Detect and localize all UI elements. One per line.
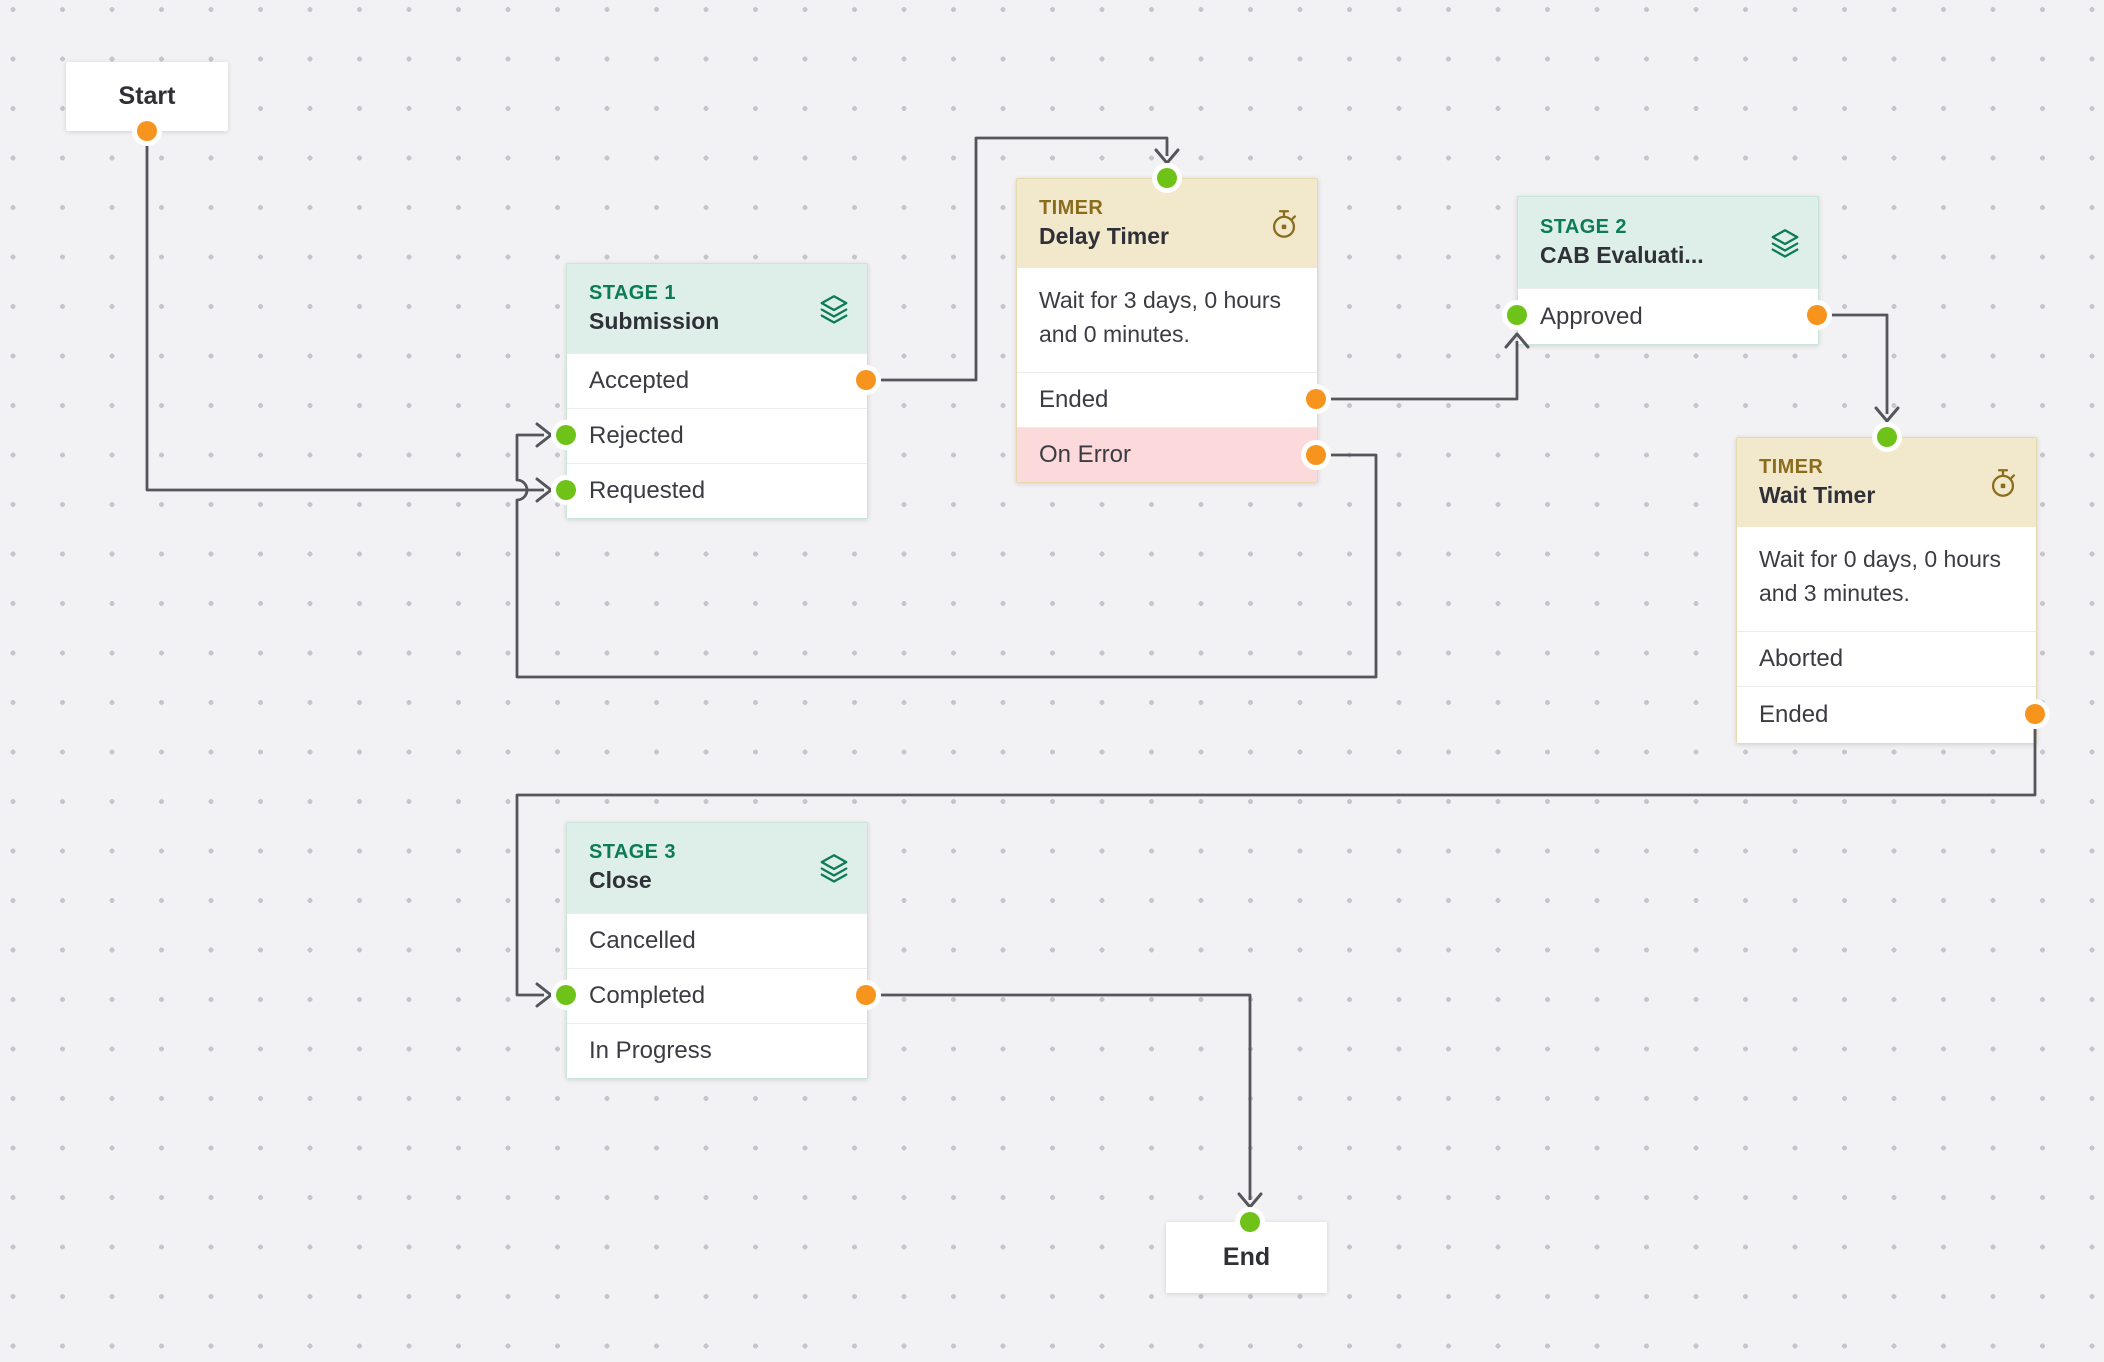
port-end-input[interactable] [1240, 1212, 1260, 1232]
connector-accepted-to-delay-timer[interactable] [866, 136, 1180, 382]
row-rejected[interactable]: Rejected [567, 408, 867, 463]
row-in-progress[interactable]: In Progress [567, 1023, 867, 1078]
row-label: Ended [1039, 386, 1109, 413]
node-stage-3[interactable]: STAGE 3 Close Cancelled Completed In Pro… [566, 822, 868, 1079]
node-header: TIMER Wait Timer [1737, 438, 2036, 527]
node-start[interactable]: Start [66, 62, 228, 131]
port-rejected-input[interactable] [556, 425, 576, 445]
port-delay-timer-input[interactable] [1157, 168, 1177, 188]
node-title: Delay Timer [1039, 223, 1169, 249]
port-accepted-output[interactable] [856, 370, 876, 390]
port-wait-timer-input[interactable] [1877, 427, 1897, 447]
port-approved-input[interactable] [1507, 305, 1527, 325]
node-delay-timer[interactable]: TIMER Delay Timer Wait for 3 days, 0 hou… [1016, 178, 1318, 483]
node-header: STAGE 3 Close [567, 823, 867, 913]
port-approved-output[interactable] [1807, 305, 1827, 325]
row-completed[interactable]: Completed [567, 968, 867, 1023]
node-title: Close [589, 868, 652, 894]
row-label: Cancelled [589, 927, 696, 954]
layers-icon [817, 851, 851, 885]
layers-icon [1768, 226, 1802, 260]
row-label: Requested [589, 477, 706, 504]
row-label: On Error [1039, 441, 1132, 468]
row-label: In Progress [589, 1037, 712, 1064]
row-label: Accepted [589, 367, 690, 394]
row-label: Ended [1759, 701, 1829, 728]
connector-completed-to-end[interactable] [866, 993, 1263, 1209]
stopwatch-icon [1267, 207, 1301, 241]
node-header: TIMER Delay Timer [1017, 179, 1317, 268]
node-label: End [1222, 1243, 1271, 1271]
node-kicker: TIMER [1759, 455, 1824, 478]
node-title: Wait Timer [1759, 482, 1876, 508]
port-requested-input[interactable] [556, 480, 576, 500]
timer-description: Wait for 0 days, 0 hours and 3 minutes. [1737, 527, 2036, 631]
port-wait-ended-output[interactable] [2025, 704, 2045, 724]
node-title: CAB Evaluati... [1540, 242, 1704, 268]
row-ended[interactable]: Ended [1017, 372, 1317, 427]
connector-approved-to-wait-timer[interactable] [1817, 313, 1900, 423]
port-start-output[interactable] [137, 121, 157, 141]
connector-delay-ended-to-approved[interactable] [1316, 332, 1530, 401]
node-kicker: STAGE 1 [589, 281, 676, 304]
row-requested[interactable]: Requested [567, 463, 867, 518]
row-aborted[interactable]: Aborted [1737, 631, 2036, 686]
row-label: Approved [1540, 302, 1643, 330]
node-title: Submission [589, 308, 720, 334]
connector-delay-onerror-to-rejected[interactable] [515, 422, 1378, 679]
connector-start-to-requested[interactable] [145, 131, 553, 503]
row-label: Rejected [589, 422, 684, 449]
timer-description: Wait for 3 days, 0 hours and 0 minutes. [1017, 268, 1317, 372]
layers-icon [817, 292, 851, 326]
node-stage-2[interactable]: STAGE 2 CAB Evaluati... Approved [1517, 196, 1819, 345]
row-cancelled[interactable]: Cancelled [567, 913, 867, 968]
row-label: Aborted [1759, 645, 1844, 672]
node-label: Start [118, 82, 176, 110]
stopwatch-icon [1986, 466, 2020, 500]
connector-wait-ended-to-completed[interactable] [515, 714, 2037, 1008]
node-kicker: STAGE 2 [1540, 215, 1627, 238]
node-kicker: TIMER [1039, 196, 1104, 219]
node-stage-1[interactable]: STAGE 1 Submission Accepted Rejected Req… [566, 263, 868, 519]
row-label: Completed [589, 982, 706, 1009]
node-end[interactable]: End [1166, 1222, 1327, 1293]
node-header: STAGE 2 CAB Evaluati... [1518, 197, 1818, 288]
row-on-error[interactable]: On Error [1017, 427, 1317, 482]
port-delay-onerror-output[interactable] [1306, 445, 1326, 465]
row-approved[interactable]: Approved [1518, 288, 1818, 344]
row-accepted[interactable]: Accepted [567, 353, 867, 408]
port-completed-output[interactable] [856, 985, 876, 1005]
row-ended[interactable]: Ended [1737, 686, 2036, 743]
node-kicker: STAGE 3 [589, 841, 676, 864]
node-header: STAGE 1 Submission [567, 264, 867, 353]
node-wait-timer[interactable]: TIMER Wait Timer Wait for 0 days, 0 hour… [1736, 437, 2037, 744]
port-delay-ended-output[interactable] [1306, 389, 1326, 409]
port-completed-input[interactable] [556, 985, 576, 1005]
